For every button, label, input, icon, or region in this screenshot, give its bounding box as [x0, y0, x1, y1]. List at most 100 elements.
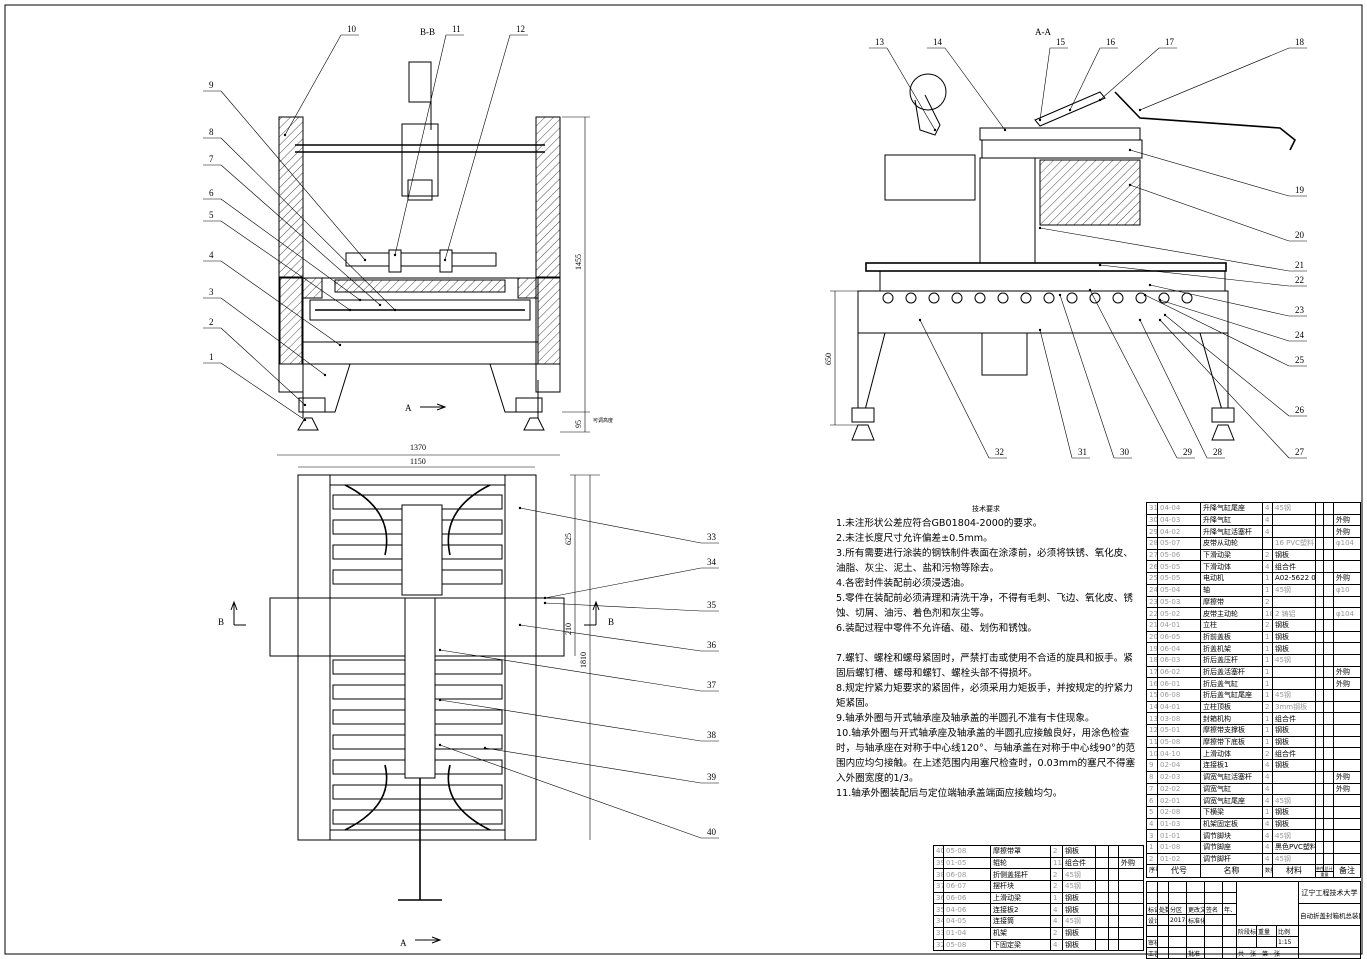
- bom-name: 轴: [1200, 583, 1263, 597]
- bom-note: [1118, 880, 1144, 893]
- bom-note: [1333, 852, 1361, 866]
- bom-name: 辊轮: [990, 856, 1051, 870]
- bom-header-material: 材料: [1272, 864, 1316, 879]
- bom-qty: 1: [1262, 712, 1273, 726]
- callout-36: 36: [518, 623, 719, 652]
- bom-name: 调节脚座: [1200, 840, 1263, 854]
- bom-total-weight: [1108, 891, 1119, 905]
- bom-unit-weight: [1315, 724, 1324, 737]
- bom-material: 45钢: [1062, 868, 1096, 882]
- tech-req-item: [836, 636, 1136, 651]
- bom-total-weight: [1323, 805, 1334, 819]
- callout-21: 21: [1038, 226, 1307, 272]
- bom-seq: 13: [1146, 712, 1158, 726]
- bom-name: 机架: [990, 926, 1051, 940]
- callout-24: 24: [1158, 298, 1307, 342]
- tb-stage-mark: 阶段标记: [1236, 925, 1257, 937]
- bom-header-seq: 序号: [1146, 864, 1158, 879]
- bom-code: 05-04: [1157, 583, 1201, 597]
- leader-line: [220, 297, 326, 376]
- tech-req-item: 3.所有需要进行涂装的钢铁制件表面在涂漆前，必须将铁锈、氧化皮、油脂、灰尘、泥土…: [836, 548, 1133, 574]
- bom-unit-weight: [1315, 782, 1324, 796]
- callout-26: 26: [1163, 313, 1307, 417]
- callout-11: 11: [393, 24, 464, 257]
- bom-qty: 4: [1050, 938, 1063, 952]
- bom-header-unit: 单件: [1315, 864, 1324, 872]
- bom-total-weight: [1323, 770, 1334, 784]
- callout-number: 8: [209, 127, 214, 137]
- dim-depth-1810: 1810: [579, 652, 588, 668]
- bom-code: 01-01: [1157, 829, 1201, 842]
- bom-material: 16 PVC塑料: [1272, 537, 1316, 550]
- leader-line: [1149, 284, 1290, 317]
- callout-number: 13: [875, 37, 885, 47]
- bom-seq: 7: [1146, 782, 1158, 796]
- leader-dot: [483, 746, 487, 750]
- bom-code: 06-07: [943, 880, 991, 893]
- tech-req-item: 11.轴承外圈装配后与定位端轴承盖端面应接触均匀。: [836, 788, 1063, 799]
- leader-line: [439, 649, 702, 692]
- bom-name: 调节脚杆: [1200, 852, 1263, 866]
- callout-28: 28: [1138, 318, 1225, 459]
- bom-seq: 2: [1146, 852, 1158, 866]
- bom-qty: 4: [1262, 817, 1273, 831]
- bom-name: 连接筒: [990, 915, 1051, 928]
- callout-number: 16: [1106, 37, 1116, 47]
- leader-dot: [1128, 148, 1132, 152]
- bom-header-code: 代号: [1157, 864, 1201, 879]
- callout-number: 25: [1295, 355, 1305, 365]
- bom-unit-weight: [1315, 817, 1324, 831]
- dim-height-1455: 1455: [574, 254, 583, 270]
- callout-29: 29: [1088, 288, 1195, 459]
- bom-material: [1272, 770, 1316, 784]
- bom-seq: 36: [933, 891, 944, 905]
- bom-material: 钢板: [1062, 926, 1096, 940]
- callout-15: 15: [1038, 37, 1068, 122]
- callout-14: 14: [927, 37, 1007, 132]
- callout-number: 15: [1056, 37, 1066, 47]
- bom-code: 06-01: [1157, 677, 1201, 690]
- bom-table-left: 4005-08摩擦带罩2钢板3901-05辊轮11组合件外购3806-08折侧盖…: [933, 845, 1144, 952]
- roller-icon: [974, 292, 986, 304]
- bom-unit-weight: [1315, 747, 1324, 761]
- leader-dot: [363, 258, 367, 262]
- bom-name: 连接板1: [1200, 759, 1263, 772]
- bom-code: 06-02: [1157, 665, 1201, 679]
- tb-design: 设计: [1146, 914, 1158, 926]
- bom-note: 外购: [1118, 856, 1144, 870]
- leader-line: [220, 164, 381, 306]
- leader-dot: [393, 253, 397, 257]
- callout-number: 6: [209, 188, 214, 198]
- bom-note: 外购: [1333, 782, 1361, 796]
- bom-total-weight: [1323, 759, 1334, 772]
- bom-material: 钢板: [1272, 548, 1316, 562]
- leader-line: [519, 507, 702, 544]
- callout-number: 10: [347, 24, 357, 34]
- callout-20: 20: [1128, 183, 1307, 242]
- callout-4: 4: [203, 250, 342, 347]
- bom-qty: 1: [1262, 805, 1273, 819]
- bom-material: 钢板: [1062, 891, 1096, 905]
- bom-note: [1333, 794, 1361, 807]
- bom-code: 05-03: [1157, 595, 1201, 609]
- bom-unit-weight: [1095, 845, 1109, 858]
- bom-code: 05-08: [943, 938, 991, 952]
- bom-seq: 1: [1146, 840, 1158, 854]
- bom-note: 外购: [1333, 572, 1361, 585]
- callout-33: 33: [518, 506, 719, 544]
- callout-2: 2: [203, 317, 307, 407]
- bom-code: 02-02: [1157, 782, 1201, 796]
- roller-icon: [1043, 292, 1055, 304]
- bom-note: [1333, 560, 1361, 574]
- bom-code: 05-07: [1157, 537, 1201, 550]
- bom-material: 钢板: [1272, 618, 1316, 632]
- callout-number: 7: [209, 154, 214, 164]
- bom-code: 05-05: [1157, 572, 1201, 585]
- roller-icon: [1181, 292, 1193, 304]
